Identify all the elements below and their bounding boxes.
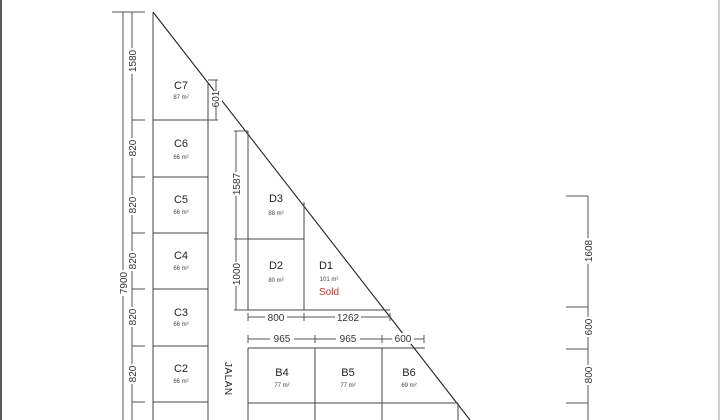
left-dimensions	[112, 11, 145, 420]
dim-b6-width: 600	[395, 334, 412, 345]
lot-c2-area: 66 m²	[173, 379, 188, 385]
lot-b4-area: 77 m²	[274, 383, 289, 389]
dim-d2-height: 1000	[232, 262, 243, 285]
lot-b4-label[interactable]: B4	[275, 367, 288, 379]
lot-c3-area: 66 m²	[173, 322, 188, 328]
lot-c4-label[interactable]: C4	[174, 250, 188, 262]
lot-c3-label[interactable]: C3	[174, 307, 188, 319]
dim-c7-height: 1580	[128, 49, 139, 72]
dim-c2-height: 820	[128, 365, 139, 382]
dim-b5-width: 965	[340, 334, 357, 345]
lot-d1-area: 101 m²	[320, 277, 339, 283]
lot-d2-label[interactable]: D2	[269, 260, 283, 272]
dim-right-3: 800	[584, 366, 595, 383]
lot-d3-area: 88 m²	[268, 211, 283, 217]
lot-c6-area: 66 m²	[173, 155, 188, 161]
lot-d3-label[interactable]: D3	[269, 193, 283, 205]
dim-d2-width: 800	[268, 313, 285, 324]
lot-d1-label[interactable]: D1	[319, 260, 333, 272]
lot-b6-area: 69 m²	[401, 383, 416, 389]
right-dimensions	[566, 195, 589, 420]
right-border	[718, 0, 720, 420]
dim-d3-height: 1587	[232, 172, 243, 195]
road-label: JALAN	[222, 362, 233, 396]
lot-c5-area: 66 m²	[173, 210, 188, 216]
lot-b6-label[interactable]: B6	[402, 367, 415, 379]
diagonal-boundary	[152, 11, 471, 420]
lot-c7-area: 87 m²	[173, 95, 188, 101]
dim-right-1: 1608	[584, 239, 595, 262]
lot-c4-area: 66 m²	[173, 266, 188, 272]
block-b	[247, 347, 459, 420]
block-d	[247, 131, 390, 311]
dim-total-left: 7900	[119, 271, 130, 294]
dim-right-2: 600	[584, 318, 595, 335]
dim-d1-width: 1262	[337, 313, 360, 324]
lot-c2-label[interactable]: C2	[174, 363, 188, 375]
dim-c4-height: 820	[128, 252, 139, 269]
lot-c5-label[interactable]: C5	[174, 194, 188, 206]
dim-c5-height: 820	[128, 196, 139, 213]
block-c	[152, 12, 209, 420]
lot-b5-area: 77 m²	[340, 383, 355, 389]
dim-c7-side: 601	[211, 90, 222, 107]
lot-c6-label[interactable]: C6	[174, 138, 188, 150]
lot-b5-label[interactable]: B5	[341, 367, 354, 379]
lot-c7-label[interactable]: C7	[174, 80, 188, 92]
lot-d2-area: 80 m²	[268, 278, 283, 284]
left-border	[0, 0, 2, 420]
dim-c3-height: 820	[128, 308, 139, 325]
dim-c6-height: 820	[128, 139, 139, 156]
lot-d1-status: Sold	[319, 287, 339, 298]
dim-b4-width: 965	[274, 334, 291, 345]
